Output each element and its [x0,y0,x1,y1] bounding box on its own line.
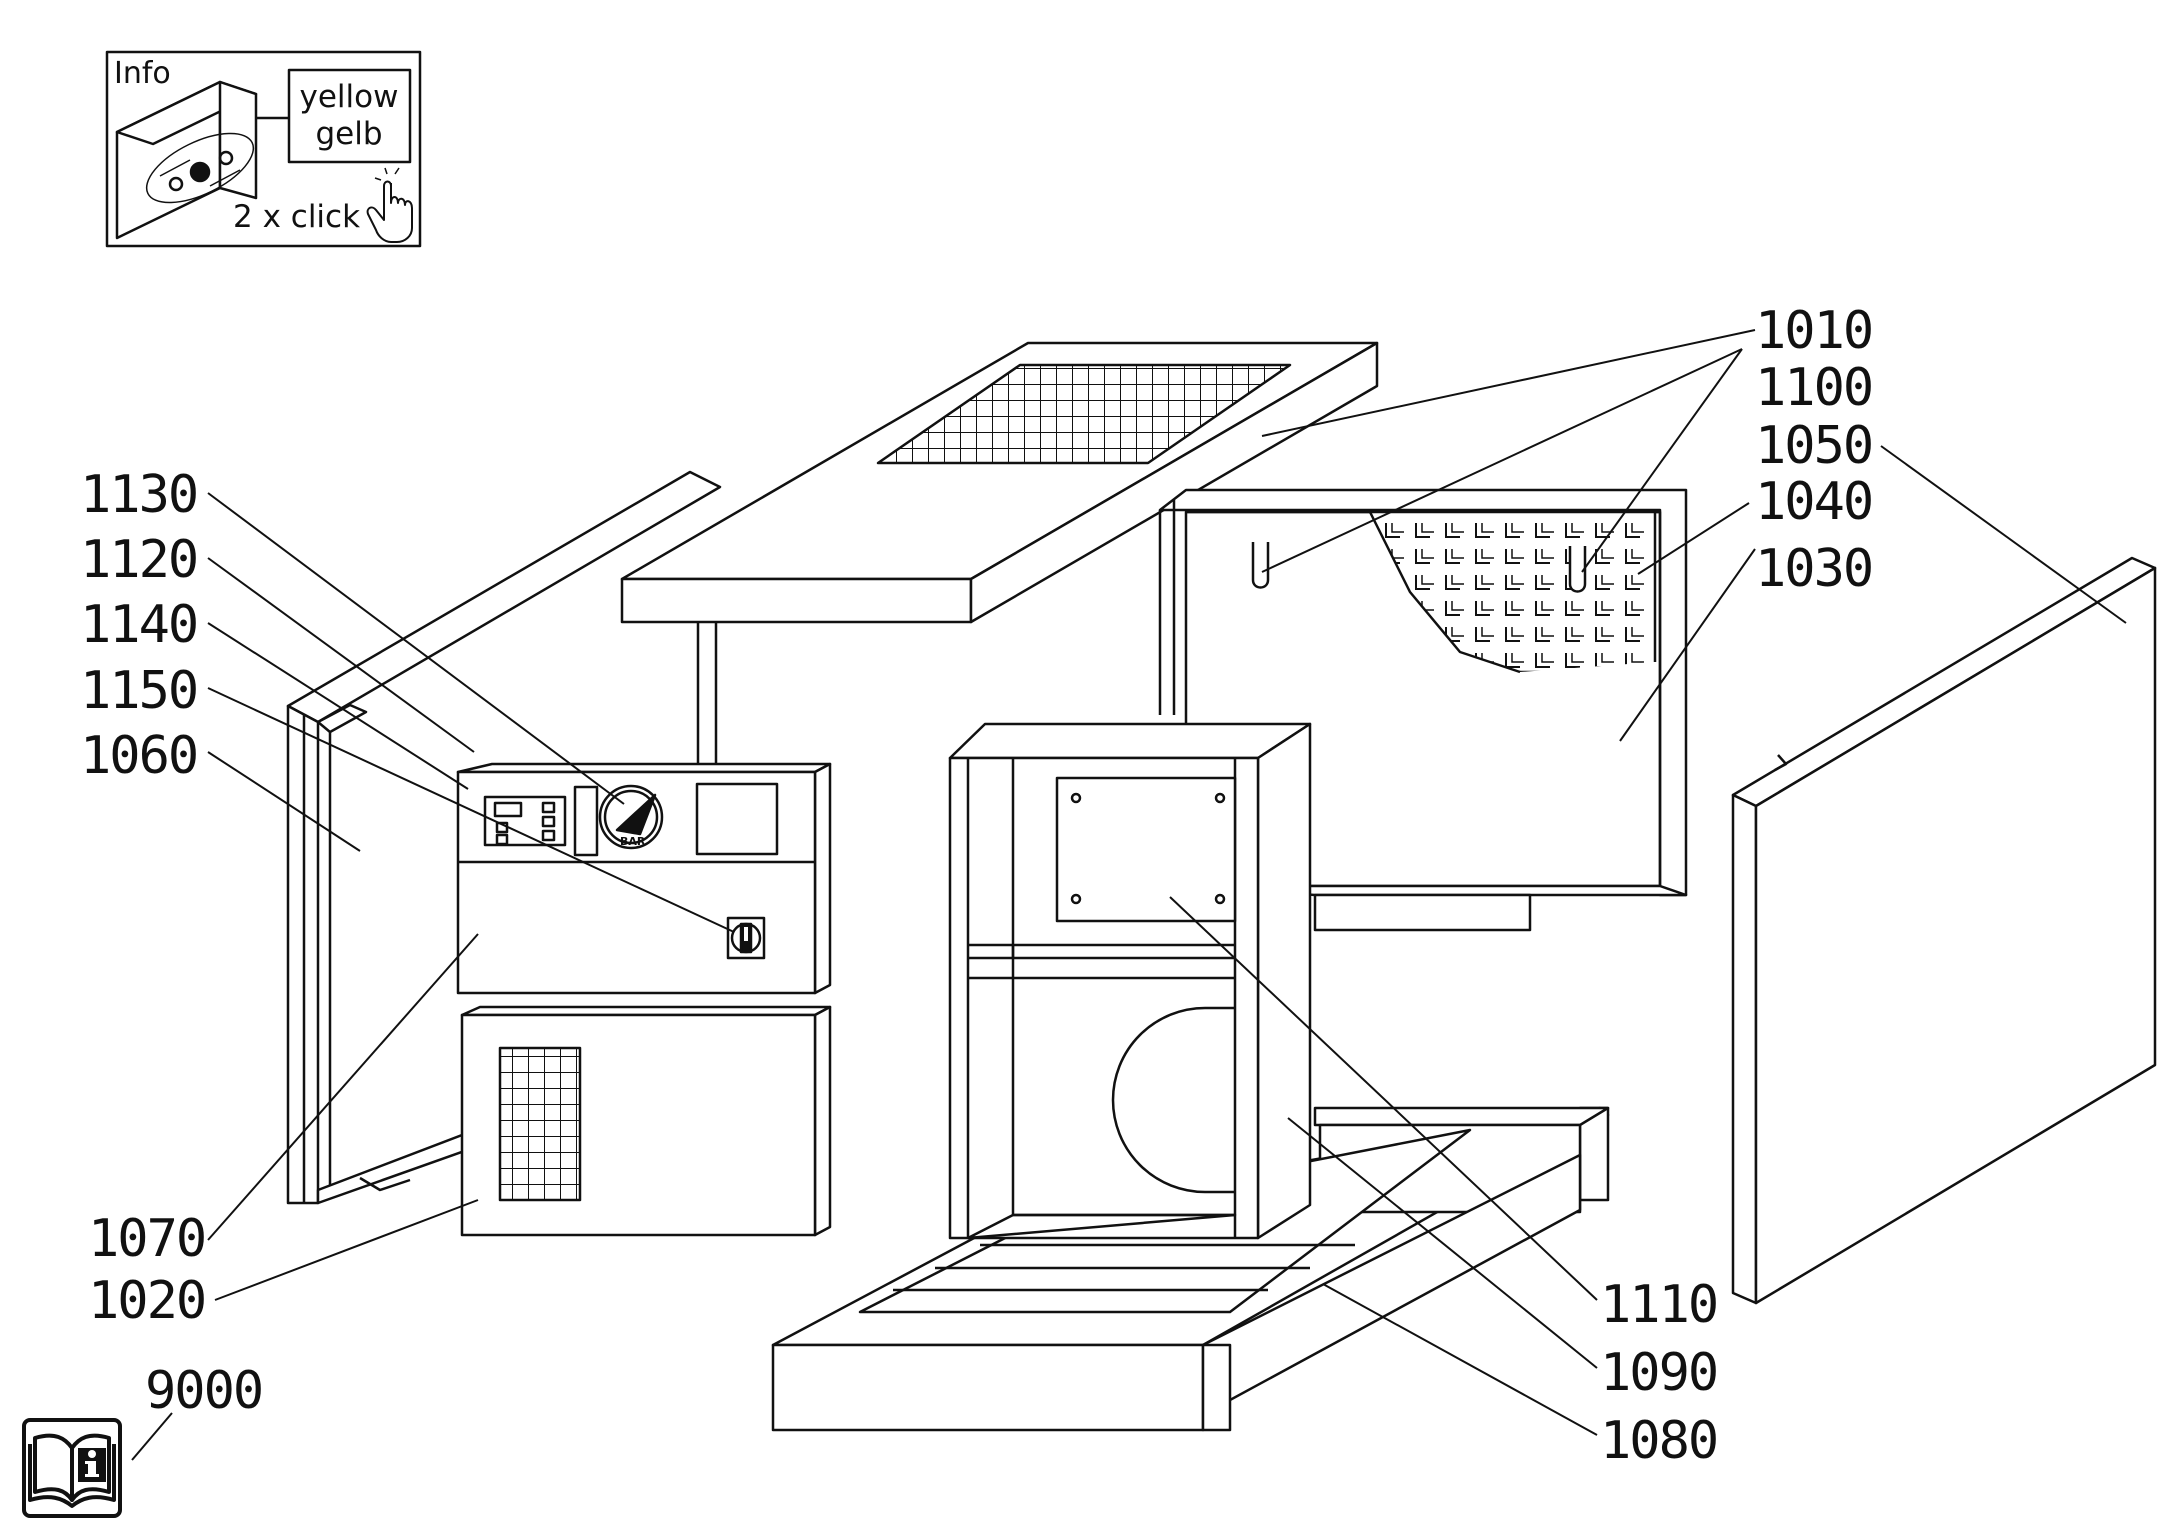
label-1070[interactable]: 1070 [88,1209,207,1269]
info-action-hint: 2 x click [233,199,360,235]
part-1130-pressure-gauge: BAR [598,784,664,850]
label-1010[interactable]: 1010 [1755,301,1874,361]
info-box[interactable] [105,50,422,248]
info-legend-line2: gelb [315,116,382,152]
label-1040[interactable]: 1040 [1755,472,1874,532]
info-color-legend [287,68,412,164]
part-1010-top-cover [620,341,1379,624]
part-1090-center-cabinet [948,722,1312,1240]
label-1030[interactable]: 1030 [1755,539,1874,599]
label-1050[interactable]: 1050 [1755,416,1874,476]
part-1150-main-switch [726,916,766,960]
label-1130[interactable]: 1130 [80,465,199,525]
part-1110-mounting-plate [1055,776,1237,923]
part-1100-bracket-left [1251,542,1270,589]
info-box-texts: Info yellow gelb 2 x click [114,56,398,235]
part-1120-display [483,795,567,847]
pointing-hand-icon [366,167,413,243]
leader-lines [131,329,2127,1461]
gauge-unit-label: BAR [620,835,646,848]
manual-info-book-icon[interactable] [22,1418,122,1518]
info-title: Info [114,56,171,91]
label-1020[interactable]: 1020 [88,1271,207,1331]
part-1070-control-unit: BAR [456,762,832,995]
label-1060[interactable]: 1060 [80,726,199,786]
label-1110[interactable]: 1110 [1600,1275,1719,1335]
label-1120[interactable]: 1120 [80,530,199,590]
part-1080-base-frame [771,1106,1610,1432]
part-1020-lower-unit [460,1005,832,1237]
label-9000[interactable]: 9000 [145,1361,264,1421]
part-number-labels: 1010 1100 1050 1040 1030 1130 1120 1140 … [80,301,1874,1471]
info-box-thumbnail-icon [115,80,258,240]
label-1100[interactable]: 1100 [1755,358,1874,418]
part-1100-bracket-right [1568,546,1587,593]
part-1050-side-panel [1731,556,2157,1305]
label-1090[interactable]: 1090 [1600,1343,1719,1403]
part-1030-rear-frame [1158,488,1688,932]
label-1140[interactable]: 1140 [80,595,199,655]
label-1150[interactable]: 1150 [80,661,199,721]
label-1080[interactable]: 1080 [1600,1411,1719,1471]
info-legend-line1: yellow [300,79,399,115]
